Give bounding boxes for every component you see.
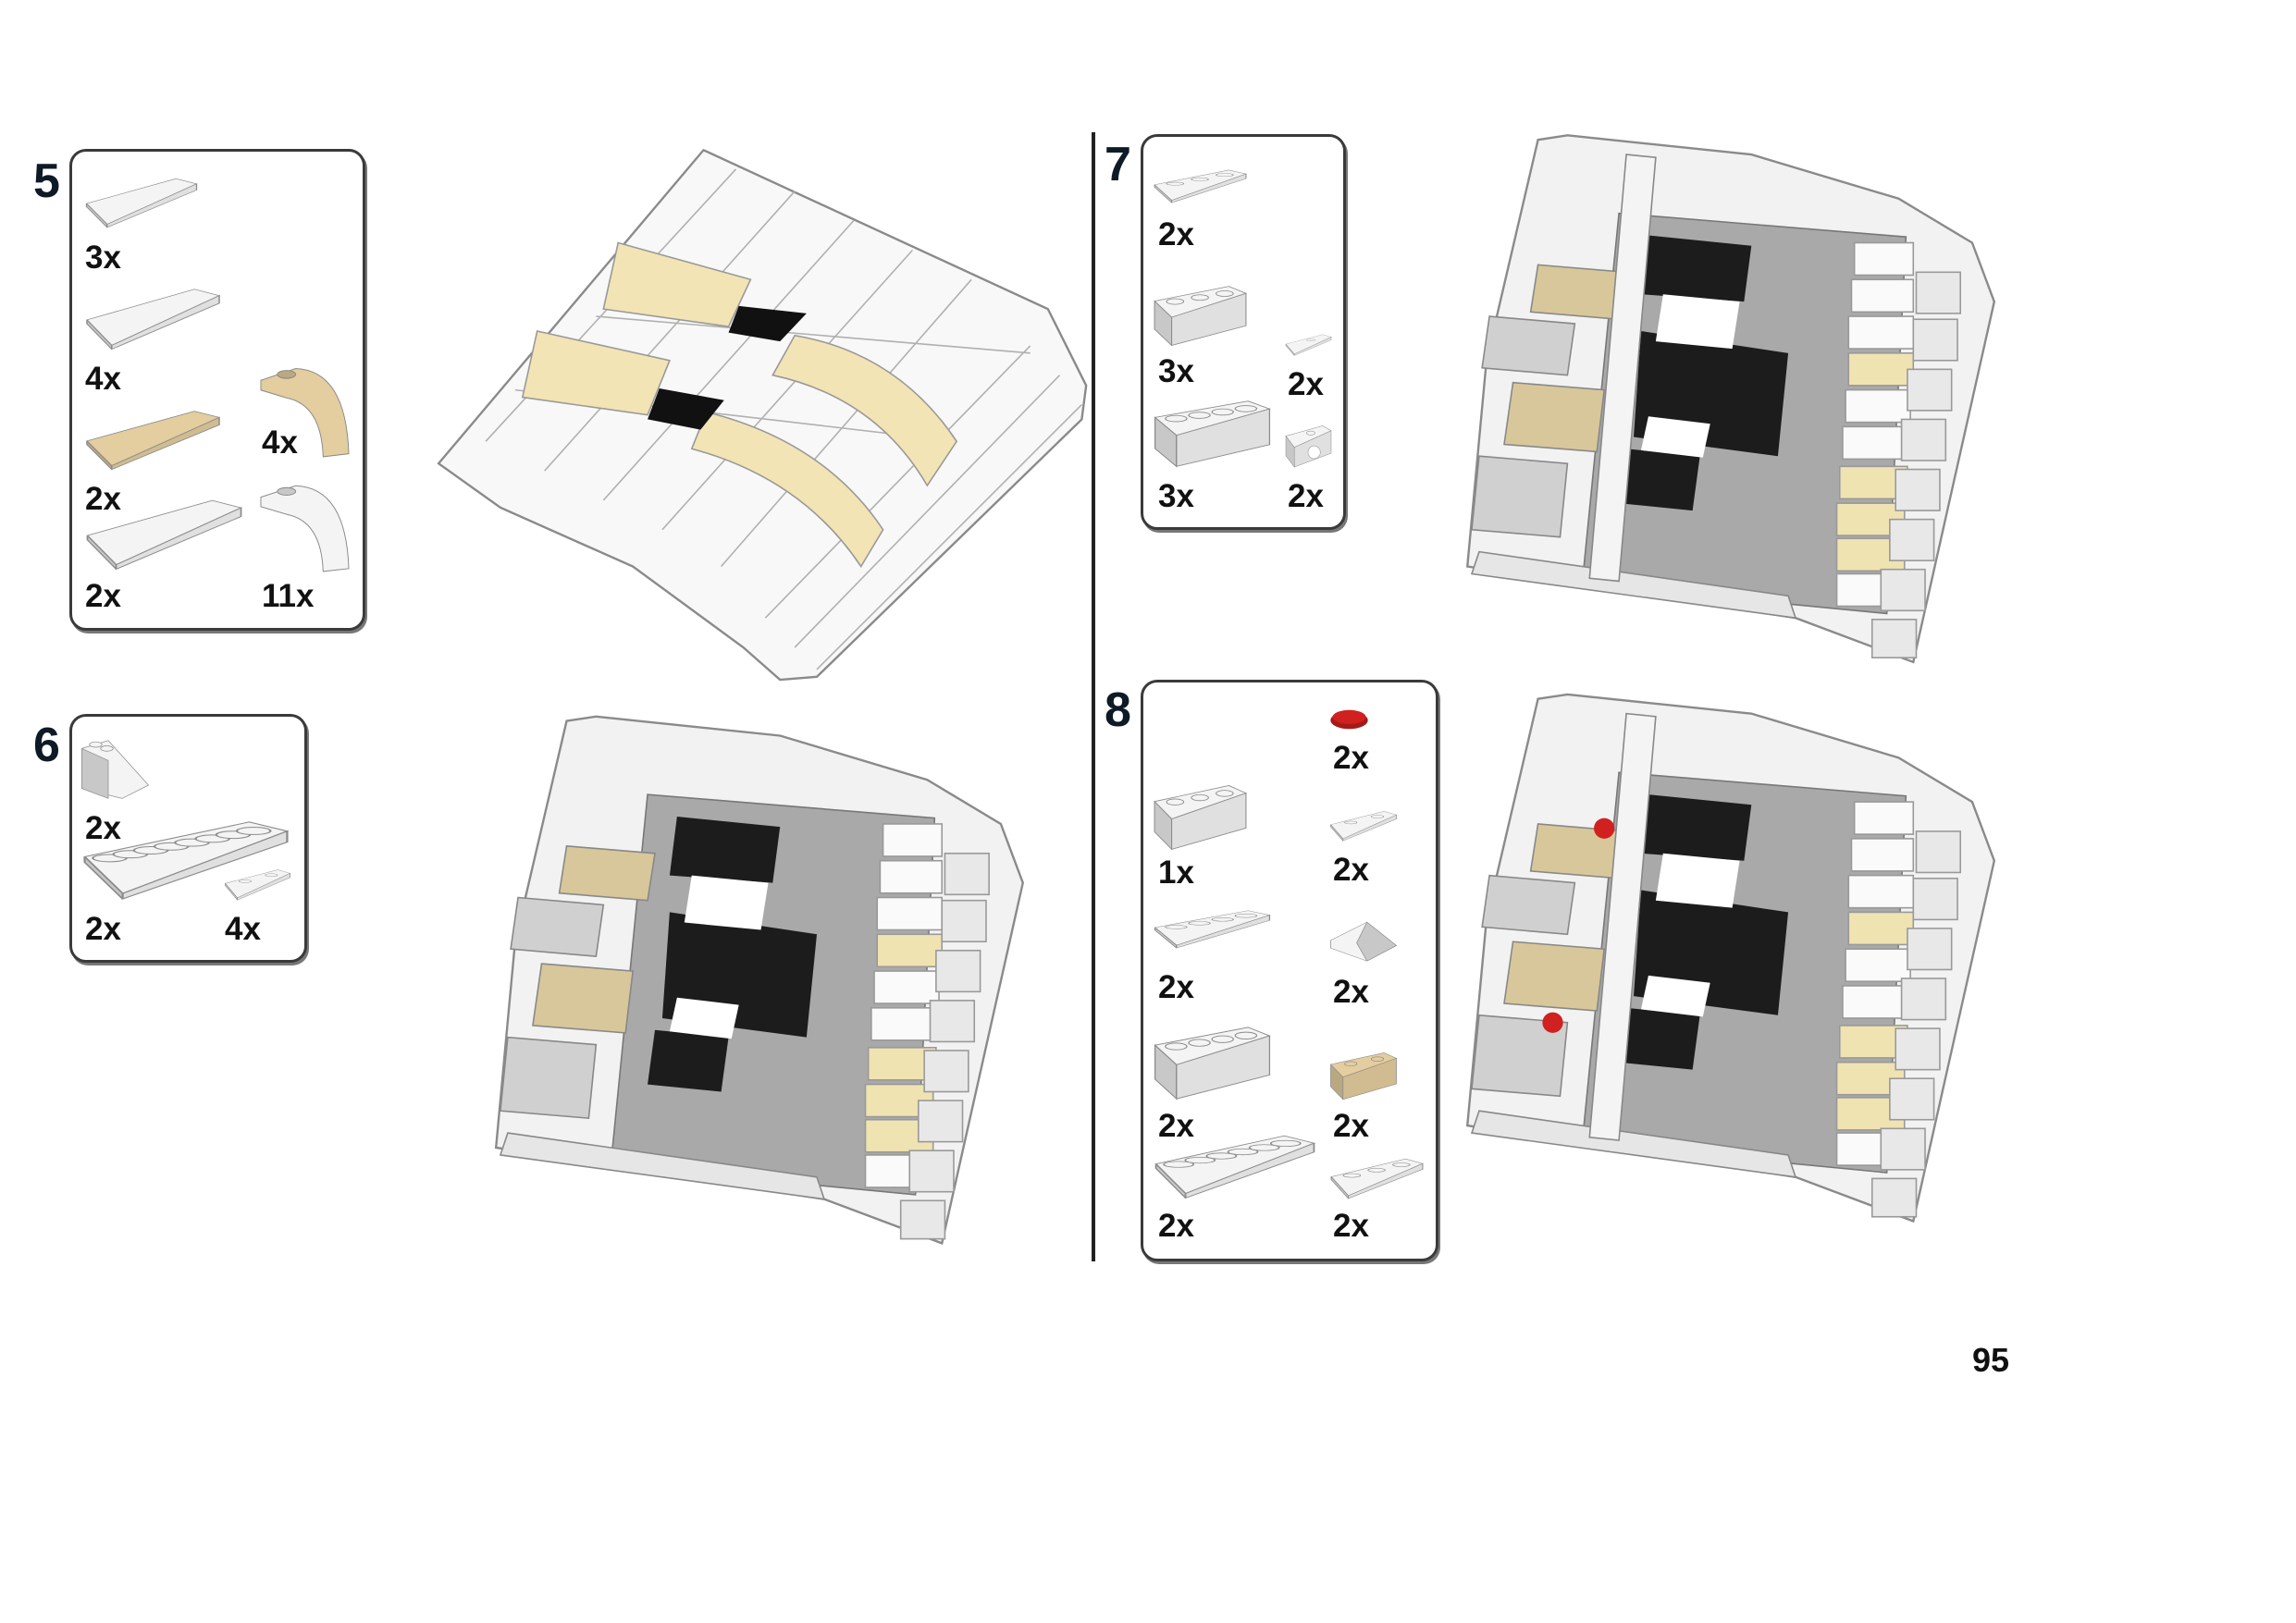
step-divider [1092,132,1095,1261]
brick-icon [1329,1052,1398,1100]
part-tile-wide-tan [84,409,222,471]
part-arch-white [259,478,351,573]
plate-icon [1154,169,1247,203]
part-qty: 2x [1288,366,1324,402]
slope-icon [81,740,150,799]
part-tile-wide [84,287,222,350]
part-tile [84,177,199,228]
brick-icon [1154,400,1271,468]
part-brick-1x4 [1153,1015,1272,1100]
tile-icon [86,499,242,571]
part-plate-1x3 [1329,1152,1425,1199]
plate-icon [224,869,291,901]
plate-icon [1330,1158,1424,1199]
step-number-8: 8 [1105,683,1131,737]
part-qty: 2x [1288,478,1324,514]
part-qty: 2x [85,481,121,517]
part-qty: 2x [1333,1208,1369,1244]
brick-icon [1154,785,1248,851]
part-plate-1x1 [1285,331,1332,356]
part-brick-1x2-tan [1329,1045,1398,1100]
step-number-7: 7 [1105,138,1131,191]
step-number-6: 6 [33,719,60,772]
part-qty: 2x [85,911,121,947]
part-qty: 2x [1333,852,1369,888]
part-arch-tan [259,361,351,459]
model-step-6 [494,715,1024,1245]
part-plate-1x4 [1153,904,1272,949]
plate-icon [1285,334,1332,356]
part-qty: 4x [262,424,298,461]
part-qty: 2x [1333,974,1369,1010]
plate-icon [83,821,290,901]
part-qty: 4x [225,911,261,947]
part-qty: 2x [85,578,121,614]
brick-hole-icon [1285,425,1332,468]
part-qty: 3x [1158,478,1194,514]
part-plate-1x2 [1329,806,1398,842]
part-plate-1x6 [1153,1125,1317,1199]
plate-icon [1329,811,1398,842]
part-qty: 2x [1158,969,1194,1005]
part-qty: 4x [85,361,121,397]
part-qty: 2x [85,810,121,846]
part-plate-1x8 [80,809,291,901]
brick-icon [1154,1027,1271,1100]
part-qty: 1x [1158,855,1194,891]
part-brick-hole [1285,419,1332,468]
part-tile-long [84,498,244,571]
part-slope [80,735,150,802]
part-qty: 2x [1158,1208,1194,1244]
part-plate-1x3 [1153,165,1248,203]
arch-icon [260,485,350,572]
part-brick-1x4 [1153,390,1272,468]
tile-wide-icon [86,411,221,471]
part-brick-1x3 [1153,775,1248,851]
model-step-8 [1466,693,1995,1223]
part-qty: 2x [1158,216,1194,252]
model-step-5 [437,148,1088,682]
step-number-5: 5 [33,154,60,208]
part-round-red [1329,707,1369,732]
part-qty: 2x [1333,740,1369,776]
part-brick-1x3 [1153,277,1248,347]
part-qty: 3x [85,240,121,276]
plate-icon [1154,1135,1315,1199]
cheese-slope-icon [1330,921,1398,962]
part-qty: 2x [1333,1108,1369,1144]
round-icon [1330,709,1368,730]
arch-icon [260,367,350,458]
part-qty: 11x [262,578,315,614]
part-qty: 3x [1158,353,1194,389]
brick-icon [1154,286,1248,347]
part-plate-1x2 [224,865,291,901]
plate-icon [1154,910,1271,949]
part-cheese-slope [1329,912,1398,964]
part-qty: 2x [1158,1108,1194,1144]
model-step-7 [1466,134,1995,664]
page-number: 95 [1972,1341,2010,1379]
tile-wide-icon [86,289,221,350]
tile-icon [85,178,198,228]
